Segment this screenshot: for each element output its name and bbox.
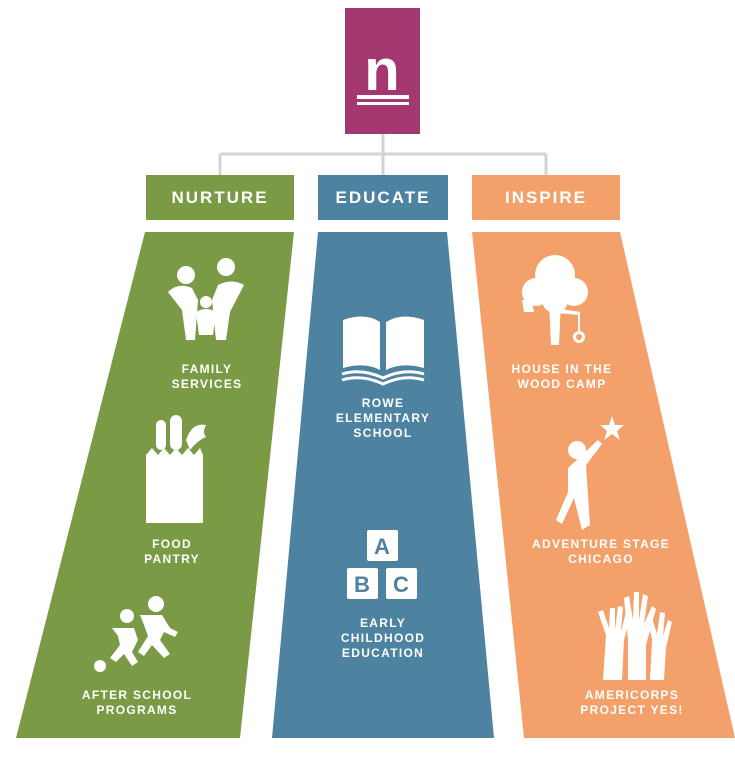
label-line: EDUCATION bbox=[341, 646, 425, 660]
label-line: SCHOOL bbox=[353, 426, 413, 440]
abc-blocks-icon: A B C bbox=[347, 530, 417, 599]
label-after-school: AFTER SCHOOL PROGRAMS bbox=[70, 688, 204, 718]
label-rowe-school: ROWE ELEMENTARY SCHOOL bbox=[323, 396, 443, 441]
label-line: PROJECT YES! bbox=[580, 703, 684, 717]
header-inspire bbox=[472, 175, 620, 220]
label-line: ADVENTURE STAGE bbox=[532, 537, 670, 551]
label-line: PROGRAMS bbox=[96, 703, 178, 717]
label-line: AMERICORPS bbox=[584, 688, 680, 702]
svg-text:n: n bbox=[364, 38, 399, 103]
label-line: AFTER SCHOOL bbox=[81, 688, 193, 702]
star-reach-icon bbox=[556, 416, 624, 530]
label-line: ELEMENTARY bbox=[335, 411, 431, 425]
header-nurture bbox=[146, 175, 294, 220]
block-c bbox=[386, 568, 417, 599]
label-line: PANTRY bbox=[144, 552, 200, 566]
block-a-letter: A bbox=[374, 534, 390, 559]
header-inspire-label: INSPIRE bbox=[504, 187, 588, 207]
raised-hands-icon bbox=[598, 592, 672, 680]
label-line: CHICAGO bbox=[568, 552, 634, 566]
label-family-services: FAMILY SERVICES bbox=[165, 362, 249, 392]
block-b bbox=[347, 568, 378, 599]
logo-box bbox=[345, 8, 420, 134]
label-house-wood-camp: HOUSE IN THE WOOD CAMP bbox=[497, 362, 627, 392]
running-kids-icon bbox=[94, 596, 178, 672]
block-c-letter: C bbox=[393, 572, 409, 597]
label-americorps: AMERICORPS PROJECT YES! bbox=[572, 688, 692, 718]
block-b-letter: B bbox=[354, 572, 370, 597]
grocery-bag-icon bbox=[146, 415, 206, 523]
connector-lines bbox=[218, 134, 548, 175]
panel-inspire bbox=[472, 232, 735, 738]
label-early-childhood: EARLY CHILDHOOD EDUCATION bbox=[323, 616, 443, 661]
tree-swing-icon bbox=[522, 255, 588, 345]
logo-icon: n bbox=[357, 38, 409, 105]
label-adventure-stage: ADVENTURE STAGE CHICAGO bbox=[526, 537, 676, 567]
header-educate-label: EDUCATE bbox=[335, 187, 431, 207]
label-line: SERVICES bbox=[171, 377, 243, 391]
label-line: WOOD CAMP bbox=[517, 377, 607, 391]
label-line: CHILDHOOD bbox=[340, 631, 426, 645]
panel-educate bbox=[272, 232, 494, 738]
family-icon bbox=[168, 258, 244, 340]
label-line: EARLY bbox=[359, 616, 407, 630]
label-line: FAMILY bbox=[181, 362, 233, 376]
label-line: FOOD bbox=[152, 537, 192, 551]
block-a bbox=[367, 530, 398, 561]
open-book-icon bbox=[341, 316, 425, 386]
label-line: HOUSE IN THE bbox=[511, 362, 613, 376]
label-food-pantry: FOOD PANTRY bbox=[130, 537, 214, 567]
header-educate bbox=[318, 175, 448, 220]
label-line: ROWE bbox=[361, 396, 405, 410]
header-nurture-label: NURTURE bbox=[171, 187, 269, 207]
